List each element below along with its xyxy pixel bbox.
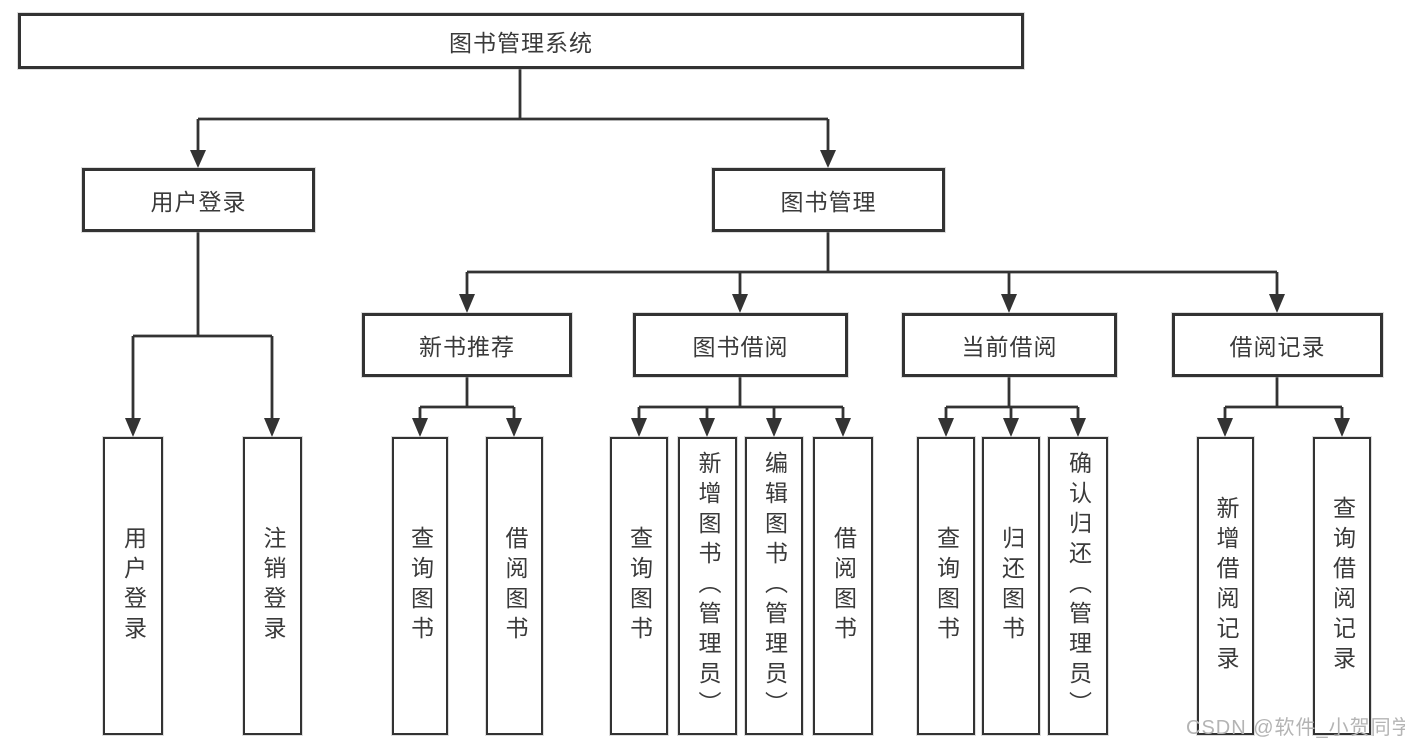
node-borrow-records: 借阅记录 xyxy=(1172,313,1383,377)
leaf-current-return-books-label: 归还图书 xyxy=(998,526,1025,646)
node-book-management: 图书管理 xyxy=(712,168,945,232)
leaf-records-query-record-label: 查询借阅记录 xyxy=(1329,496,1356,676)
node-book-borrow-label: 图书借阅 xyxy=(692,334,789,360)
node-root-system: 图书管理系统 xyxy=(18,13,1024,69)
node-current-borrow-label: 当前借阅 xyxy=(961,334,1058,360)
node-user-login: 用户登录 xyxy=(82,168,315,232)
arrowhead xyxy=(631,418,647,437)
arrowhead xyxy=(1269,294,1285,313)
leaf-current-confirm-return-admin: 确认归还（管理员） xyxy=(1048,437,1108,735)
leaf-records-add-record: 新增借阅记录 xyxy=(1197,437,1254,735)
leaf-recommend-query-books-label: 查询图书 xyxy=(407,526,434,646)
leaf-borrow-add-books-admin: 新增图书（管理员） xyxy=(678,437,737,735)
arrowhead xyxy=(820,150,836,168)
leaf-borrow-borrow-books-label: 借阅图书 xyxy=(830,526,857,646)
node-borrow-records-label: 借阅记录 xyxy=(1229,334,1326,360)
connector-new-book-recommend-branch xyxy=(412,377,522,437)
arrowhead xyxy=(766,418,782,437)
leaf-user-login: 用户登录 xyxy=(103,437,163,735)
leaf-borrow-query-books-label: 查询图书 xyxy=(626,526,653,646)
leaf-current-query-books-label: 查询图书 xyxy=(933,526,960,646)
leaf-records-query-record: 查询借阅记录 xyxy=(1313,437,1371,735)
arrowhead xyxy=(699,418,715,437)
node-new-book-recommend-label: 新书推荐 xyxy=(419,334,515,360)
leaf-borrow-add-books-admin-label: 新增图书（管理员） xyxy=(695,451,721,721)
node-current-borrow: 当前借阅 xyxy=(902,313,1117,377)
node-new-book-recommend: 新书推荐 xyxy=(362,313,572,377)
node-book-management-label: 图书管理 xyxy=(780,189,877,215)
arrowhead xyxy=(412,418,428,437)
node-book-borrow: 图书借阅 xyxy=(633,313,848,377)
arrowhead xyxy=(125,418,141,437)
leaf-recommend-query-books: 查询图书 xyxy=(392,437,448,735)
arrowhead xyxy=(1003,418,1019,437)
arrowhead xyxy=(938,418,954,437)
leaf-records-add-record-label: 新增借阅记录 xyxy=(1213,496,1239,676)
connector-book-borrow-branch xyxy=(631,377,851,437)
leaf-logout: 注销登录 xyxy=(243,437,302,735)
leaf-recommend-borrow-books: 借阅图书 xyxy=(486,437,543,735)
arrowhead xyxy=(506,418,522,437)
node-user-login-label: 用户登录 xyxy=(150,189,247,215)
arrowhead xyxy=(835,418,851,437)
connector-book-management-branch xyxy=(459,232,1285,313)
leaf-borrow-borrow-books: 借阅图书 xyxy=(813,437,873,735)
arrowhead xyxy=(1001,294,1017,313)
arrowhead xyxy=(1334,418,1350,437)
arrowhead xyxy=(459,294,475,313)
leaf-current-return-books: 归还图书 xyxy=(982,437,1040,735)
leaf-borrow-edit-books-admin-label: 编辑图书（管理员） xyxy=(761,451,788,721)
arrowhead xyxy=(732,294,748,313)
node-root-system-label: 图书管理系统 xyxy=(449,30,593,56)
leaf-borrow-edit-books-admin: 编辑图书（管理员） xyxy=(745,437,803,735)
leaf-logout-label: 注销登录 xyxy=(260,526,286,646)
arrowhead xyxy=(264,418,280,437)
arrowhead xyxy=(1070,418,1086,437)
csdn-watermark: CSDN @软件_小贺同学 xyxy=(1186,717,1405,739)
arrowhead xyxy=(190,150,206,168)
leaf-borrow-query-books: 查询图书 xyxy=(610,437,668,735)
connector-root-to-level2 xyxy=(190,69,836,168)
leaf-user-login-label: 用户登录 xyxy=(120,526,147,646)
leaf-current-confirm-return-admin-label: 确认归还（管理员） xyxy=(1065,451,1092,721)
connector-borrow-records-branch xyxy=(1217,377,1350,437)
arrowhead xyxy=(1217,418,1233,437)
connector-current-borrow-branch xyxy=(938,377,1086,437)
leaf-recommend-borrow-books-label: 借阅图书 xyxy=(502,526,528,646)
leaf-current-query-books: 查询图书 xyxy=(917,437,975,735)
connector-user-login-branch xyxy=(125,232,280,437)
